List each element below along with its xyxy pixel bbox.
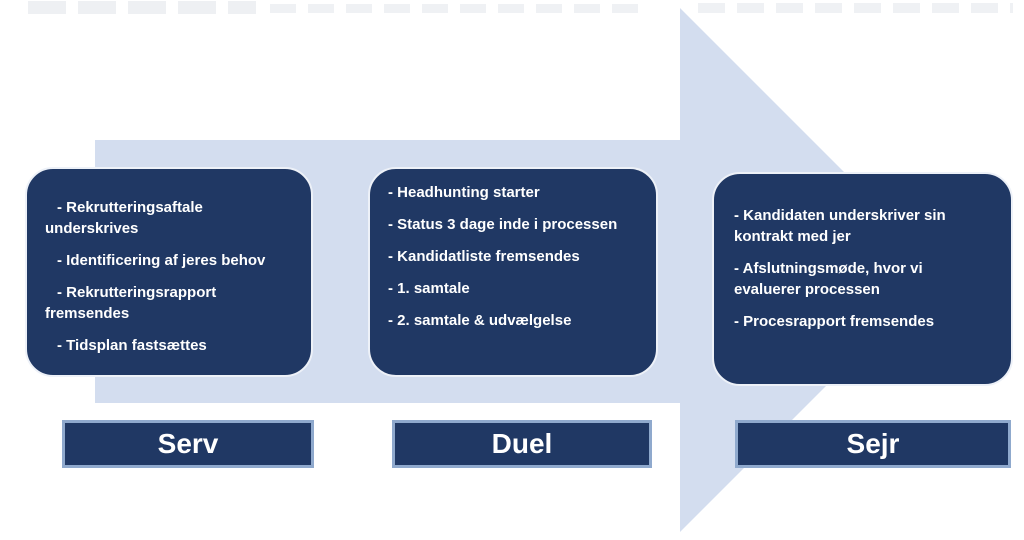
stage-item: - 1. samtale xyxy=(388,280,470,297)
stage-item: - Afslutningsmøde, hvor vi evaluerer pro… xyxy=(734,260,923,298)
stage-card-duel: - Headhunting starter - Status 3 dage in… xyxy=(368,167,658,377)
stage-item: - Rekrutteringsrapport fremsendes xyxy=(45,284,217,322)
stage-item: - Kandidatliste fremsendes xyxy=(388,248,580,265)
stage-card-serv: - Rekrutteringsaftale underskrives - Ide… xyxy=(25,167,313,377)
cropped-text-fragments xyxy=(28,1,256,14)
stage-card-sejr: - Kandidaten underskriver sin kontrakt m… xyxy=(712,172,1013,386)
stage-item: - Procesrapport fremsendes xyxy=(734,313,935,330)
stage-item: - Kandidaten underskriver sin kontrakt m… xyxy=(734,207,946,245)
stage-item: - Status 3 dage inde i processen xyxy=(388,216,618,233)
stage-item: - Tidsplan fastsættes xyxy=(57,337,207,354)
stage-item: - Rekrutteringsaftale underskrives xyxy=(45,199,203,237)
stage-label-duel: Duel xyxy=(392,420,652,468)
cropped-text-fragments xyxy=(270,4,646,13)
stage-item: - Identificering af jeres behov xyxy=(57,252,266,269)
stage-item: - 2. samtale & udvælgelse xyxy=(388,312,572,329)
stage-label-serv: Serv xyxy=(62,420,314,468)
cropped-text-fragments xyxy=(698,3,1013,13)
stage-item: - Headhunting starter xyxy=(388,184,540,201)
stage-label-sejr: Sejr xyxy=(735,420,1011,468)
